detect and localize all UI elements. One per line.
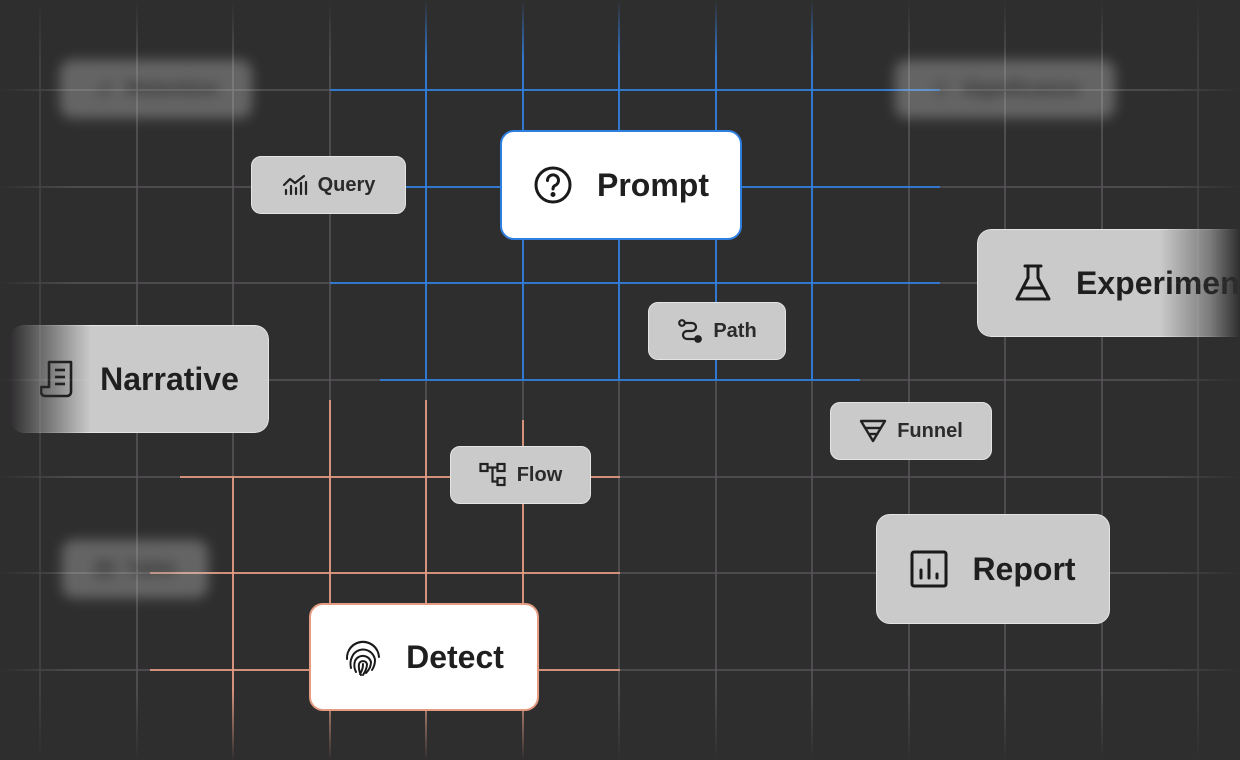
narrative-label: Narrative: [100, 360, 239, 397]
detect-label: Detect: [406, 638, 504, 675]
funnel-icon: [859, 418, 887, 444]
funnel-node[interactable]: Funnel: [830, 402, 992, 460]
retention-icon: [94, 78, 116, 100]
report-node[interactable]: Report: [876, 514, 1110, 624]
path-icon: [677, 318, 703, 344]
detect-node[interactable]: Detect: [309, 603, 539, 711]
document-icon: [40, 359, 76, 399]
query-label: Query: [317, 173, 376, 196]
prompt-node[interactable]: Prompt: [500, 130, 742, 240]
significance-label: Significance: [962, 77, 1080, 100]
retention-node: Retention: [60, 60, 252, 118]
funnel-label: Funnel: [897, 419, 963, 442]
experiment-label: Experiment: [1076, 264, 1240, 301]
prompt-label: Prompt: [597, 166, 709, 203]
flow-label: Flow: [516, 463, 563, 486]
experiment-node[interactable]: Experiment: [977, 229, 1240, 337]
line-chart-icon: [282, 173, 308, 197]
bar-chart-icon: [910, 550, 948, 588]
flow-node[interactable]: Flow: [450, 446, 591, 504]
table-icon: [94, 558, 116, 580]
report-label: Report: [972, 550, 1076, 587]
question-circle-icon: [533, 165, 573, 205]
path-node[interactable]: Path: [648, 302, 786, 360]
flow-icon: [479, 462, 507, 488]
narrative-node[interactable]: Narrative: [10, 325, 269, 433]
flask-icon: [1014, 263, 1052, 303]
fingerprint-icon: [344, 637, 382, 677]
table-label: Table: [125, 557, 177, 580]
significance-node: Significance: [895, 60, 1115, 118]
table-node: Table: [62, 540, 208, 598]
merge-icon: [930, 78, 952, 100]
path-label: Path: [713, 319, 757, 342]
retention-label: Retention: [125, 77, 219, 100]
query-node[interactable]: Query: [251, 156, 406, 214]
